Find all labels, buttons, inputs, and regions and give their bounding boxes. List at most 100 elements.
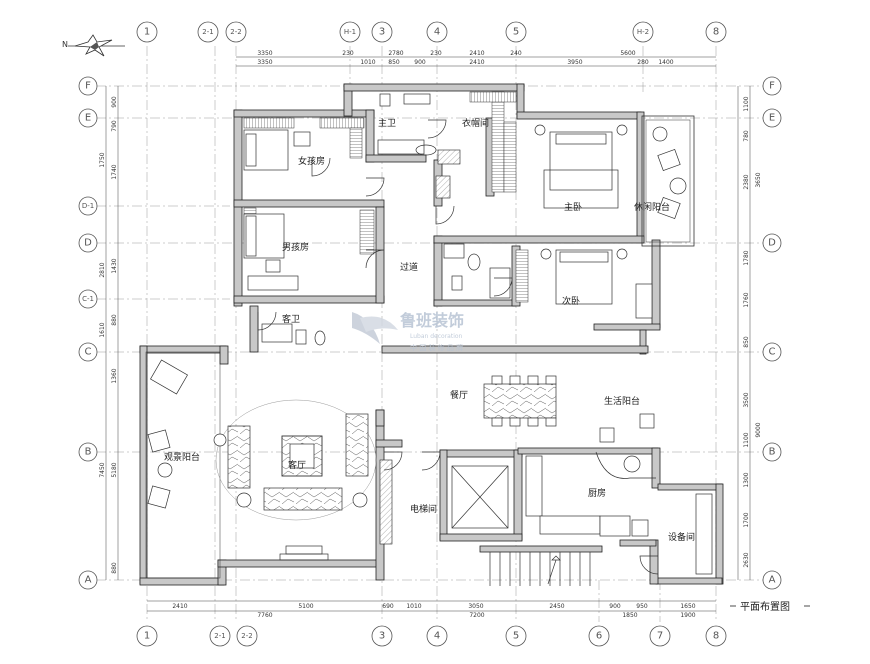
- svg-text:2630: 2630: [743, 552, 750, 567]
- svg-text:1100: 1100: [743, 432, 750, 447]
- svg-text:950: 950: [636, 603, 648, 610]
- svg-text:2410: 2410: [469, 50, 484, 57]
- svg-text:A: A: [85, 575, 92, 586]
- svg-text:D: D: [84, 238, 92, 249]
- svg-text:2780: 2780: [388, 50, 403, 57]
- sofa-bottom: [263, 487, 343, 511]
- svg-text:1610: 1610: [99, 322, 106, 337]
- svg-text:1750: 1750: [99, 152, 106, 167]
- room-dining: 餐厅: [450, 389, 468, 401]
- room-equipment: 设备间: [668, 531, 695, 543]
- dimension-right: 3650 9000 1100 780 2380 1780 1760 850 35…: [737, 86, 762, 580]
- svg-text:C: C: [769, 347, 776, 358]
- room-labels: 主卫 衣帽间 女孩房 主卧 休闲阳台 男孩房 过道 次卧 客卫 餐厅 生活阳台 …: [164, 117, 695, 543]
- svg-text:E: E: [769, 113, 775, 124]
- svg-text:E: E: [85, 113, 91, 124]
- drawing-caption: 平面布置图: [730, 601, 810, 613]
- svg-text:1360: 1360: [111, 368, 118, 383]
- svg-text:1: 1: [144, 27, 150, 38]
- room-master-bath: 主卫: [378, 117, 396, 129]
- svg-text:5180: 5180: [111, 462, 118, 477]
- svg-text:2-1: 2-1: [214, 632, 225, 640]
- svg-text:3650: 3650: [755, 172, 762, 187]
- svg-text:D-1: D-1: [82, 202, 94, 210]
- svg-text:1780: 1780: [743, 250, 750, 265]
- svg-text:780: 780: [743, 130, 750, 142]
- svg-text:2-2: 2-2: [241, 632, 252, 640]
- axis-bubbles-left: F E D-1 D C-1 C B A: [78, 76, 98, 590]
- dimension-bottom: 2410 5100 690 1010 3050 2450 900 950 165…: [147, 600, 716, 619]
- svg-text:1300: 1300: [743, 472, 750, 487]
- svg-text:D: D: [768, 238, 776, 249]
- svg-text:8: 8: [713, 631, 719, 642]
- room-guest-bath: 客卫: [282, 313, 300, 325]
- room-elevator: 电梯间: [410, 503, 437, 515]
- svg-text:280: 280: [637, 59, 649, 66]
- brand-watermark: 鲁班装饰 Luban decoration 中 国 装 修 品 牌: [352, 311, 464, 352]
- watermark-brand: 鲁班装饰: [399, 311, 464, 330]
- svg-text:4: 4: [434, 27, 440, 38]
- svg-text:5600: 5600: [620, 50, 635, 57]
- svg-text:C: C: [85, 347, 92, 358]
- room-corridor: 过道: [400, 261, 418, 273]
- svg-text:2-1: 2-1: [202, 28, 213, 36]
- svg-text:1400: 1400: [658, 59, 673, 66]
- room-kitchen: 厨房: [588, 487, 606, 499]
- svg-text:1760: 1760: [743, 292, 750, 307]
- svg-text:230: 230: [430, 50, 442, 57]
- svg-text:C-1: C-1: [82, 295, 94, 303]
- svg-text:2410: 2410: [469, 59, 484, 66]
- svg-text:2410: 2410: [172, 603, 187, 610]
- svg-text:2450: 2450: [549, 603, 564, 610]
- room-living: 客厅: [288, 459, 306, 471]
- furniture: [147, 93, 713, 586]
- svg-text:1700: 1700: [743, 512, 750, 527]
- svg-text:900: 900: [609, 603, 621, 610]
- svg-text:1650: 1650: [680, 603, 695, 610]
- svg-text:9000: 9000: [755, 422, 762, 437]
- svg-text:7760: 7760: [257, 612, 272, 619]
- doors: [257, 119, 659, 575]
- svg-text:900: 900: [414, 59, 426, 66]
- svg-text:B: B: [769, 447, 776, 458]
- svg-text:1740: 1740: [111, 164, 118, 179]
- svg-text:880: 880: [111, 314, 118, 326]
- svg-text:2-2: 2-2: [230, 28, 241, 36]
- svg-text:2380: 2380: [743, 174, 750, 189]
- dimension-left: 1750 2810 1610 7450 900 790 1740 1430 88…: [99, 86, 119, 580]
- watermark-english: Luban decoration: [410, 333, 463, 340]
- svg-text:3350: 3350: [257, 50, 272, 57]
- svg-text:5: 5: [513, 631, 519, 642]
- svg-text:5: 5: [513, 27, 519, 38]
- svg-text:8: 8: [713, 27, 719, 38]
- svg-text:1: 1: [144, 631, 150, 642]
- svg-text:1010: 1010: [360, 59, 375, 66]
- svg-text:6: 6: [596, 631, 602, 642]
- room-girl: 女孩房: [298, 155, 325, 167]
- room-utility-balcony: 生活阳台: [604, 395, 640, 407]
- svg-text:880: 880: [111, 562, 118, 574]
- svg-text:850: 850: [388, 59, 400, 66]
- svg-text:H-2: H-2: [637, 28, 649, 36]
- svg-text:3350: 3350: [257, 59, 272, 66]
- walls: [139, 83, 724, 586]
- svg-text:3: 3: [379, 27, 385, 38]
- svg-text:1850: 1850: [622, 612, 637, 619]
- svg-text:F: F: [85, 81, 91, 92]
- compass-label: N: [62, 40, 68, 49]
- room-leisure-balcony: 休闲阳台: [634, 201, 670, 213]
- watermark-slogan: 中 国 装 修 品 牌: [410, 343, 463, 352]
- room-view-balcony: 观景阳台: [164, 451, 200, 463]
- svg-text:3500: 3500: [743, 392, 750, 407]
- svg-text:B: B: [85, 447, 92, 458]
- svg-text:850: 850: [743, 336, 750, 348]
- svg-text:240: 240: [510, 50, 522, 57]
- svg-text:3: 3: [379, 631, 385, 642]
- room-second-bedroom: 次卧: [562, 295, 580, 307]
- column-hatch: [379, 149, 461, 545]
- svg-text:7: 7: [657, 631, 663, 642]
- svg-text:1900: 1900: [680, 612, 695, 619]
- dimension-top: 3350 230 2780 230 2410 240 5600 3350 101…: [236, 50, 716, 67]
- north-compass: N: [62, 34, 125, 57]
